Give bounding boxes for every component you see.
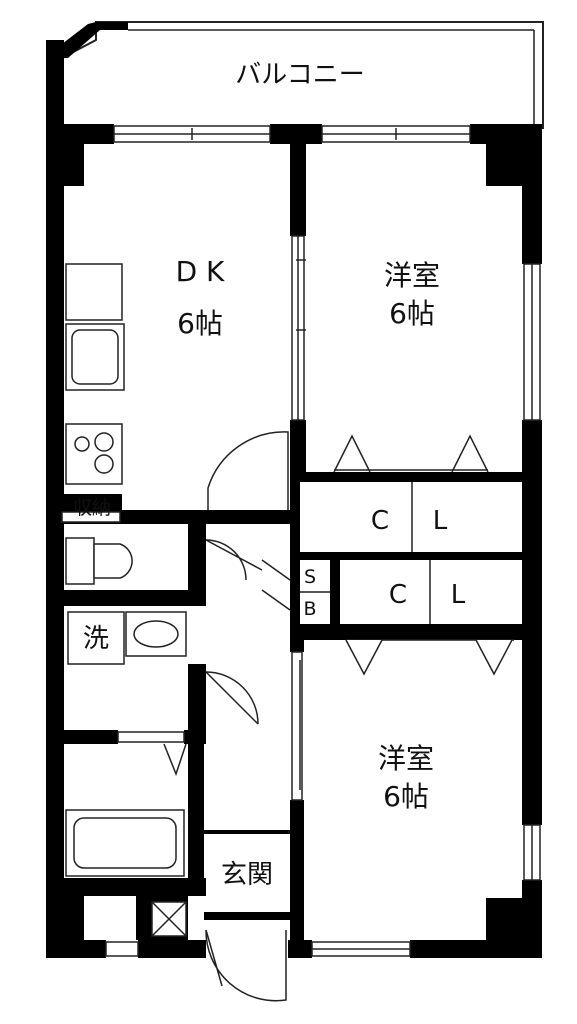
western-room-2-name: 洋室 <box>377 742 434 775</box>
windows <box>105 125 541 957</box>
washbasin <box>67 611 187 665</box>
exterior-walls <box>46 40 542 958</box>
western-room-2-size: 6帖 <box>383 780 429 813</box>
washroom-label: 洗 <box>82 624 109 654</box>
closet-lower-l: L <box>450 580 466 610</box>
sliding-doors <box>61 235 306 801</box>
door-swings <box>163 431 291 1002</box>
western-room-1-name: 洋室 <box>383 259 440 292</box>
shoe-box-s: S <box>303 566 317 588</box>
dk-size: 6帖 <box>177 307 223 340</box>
closet-lower-c: C <box>388 580 408 610</box>
dk-name: D K <box>175 255 225 288</box>
toilet-fixture <box>65 537 133 585</box>
entrance-label: 玄関 <box>220 860 273 890</box>
western-room-1-size: 6帖 <box>389 297 435 330</box>
shoe-box-b: B <box>303 598 317 620</box>
pipe-space <box>151 901 187 937</box>
kitchen-counter <box>65 263 125 485</box>
bathtub <box>65 809 185 877</box>
storage-label: 収納 <box>72 497 111 519</box>
closet-doors <box>300 434 514 676</box>
closet-upper-c: C <box>370 506 390 536</box>
balcony-label: バルコニー <box>235 60 365 90</box>
closet-upper-l: L <box>432 506 448 536</box>
